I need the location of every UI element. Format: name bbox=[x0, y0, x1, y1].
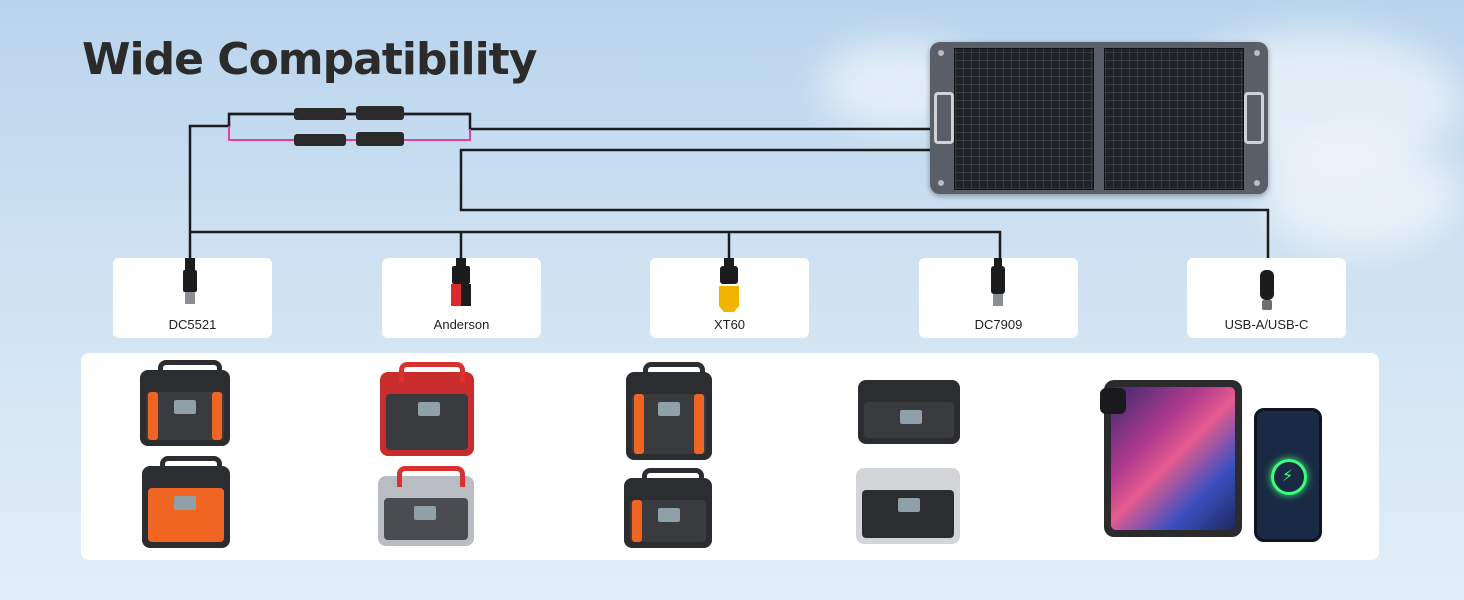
xt60-plug-icon bbox=[719, 258, 739, 312]
usb-c-plug-icon bbox=[1260, 270, 1274, 310]
cable-bus bbox=[190, 230, 1002, 258]
solar-panel-right-cells bbox=[1104, 48, 1244, 190]
connector-card-usb: USB-A/USB-C bbox=[1187, 258, 1346, 338]
pink-wire bbox=[228, 126, 471, 141]
rivet bbox=[1254, 180, 1260, 186]
cable-usb bbox=[459, 148, 1270, 258]
connector-card-dc7909: DC7909 bbox=[919, 258, 1078, 338]
connector-card-xt60: XT60 bbox=[650, 258, 809, 338]
solar-panel-left-cells bbox=[954, 48, 1094, 190]
rivet bbox=[938, 50, 944, 56]
page-title: Wide Compatibility bbox=[82, 34, 537, 85]
connector-label: DC7909 bbox=[974, 317, 1023, 332]
dc5521-plug-icon bbox=[183, 258, 197, 304]
anderson-plug-icon bbox=[451, 258, 471, 306]
rivet bbox=[1254, 50, 1260, 56]
connector-card-anderson: Anderson bbox=[382, 258, 541, 338]
dc7909-plug-icon bbox=[991, 258, 1005, 306]
panel-handle bbox=[934, 92, 954, 144]
connector-label: USB-A/USB-C bbox=[1224, 317, 1309, 332]
tablet-image bbox=[1100, 380, 1242, 537]
power-station-image bbox=[380, 362, 474, 456]
power-station-image bbox=[856, 468, 960, 544]
connector-card-dc5521: DC5521 bbox=[113, 258, 272, 338]
lightning-bolt-icon: ⚡ bbox=[1282, 466, 1294, 485]
power-station-image bbox=[624, 468, 712, 548]
solar-panel bbox=[930, 42, 1268, 194]
phone-image: ⚡ bbox=[1254, 408, 1322, 542]
connector-label: Anderson bbox=[433, 317, 490, 332]
rivet bbox=[938, 180, 944, 186]
mc4-connectors bbox=[294, 106, 404, 146]
connector-label: DC5521 bbox=[168, 317, 217, 332]
power-station-image bbox=[140, 360, 230, 446]
power-station-image bbox=[858, 380, 960, 444]
power-station-image bbox=[626, 362, 712, 460]
charging-ring-icon bbox=[1271, 459, 1307, 495]
connector-label: XT60 bbox=[713, 317, 746, 332]
power-station-image bbox=[142, 456, 230, 548]
power-station-image bbox=[378, 466, 474, 546]
panel-handle bbox=[1244, 92, 1264, 144]
cloud bbox=[1260, 140, 1460, 250]
